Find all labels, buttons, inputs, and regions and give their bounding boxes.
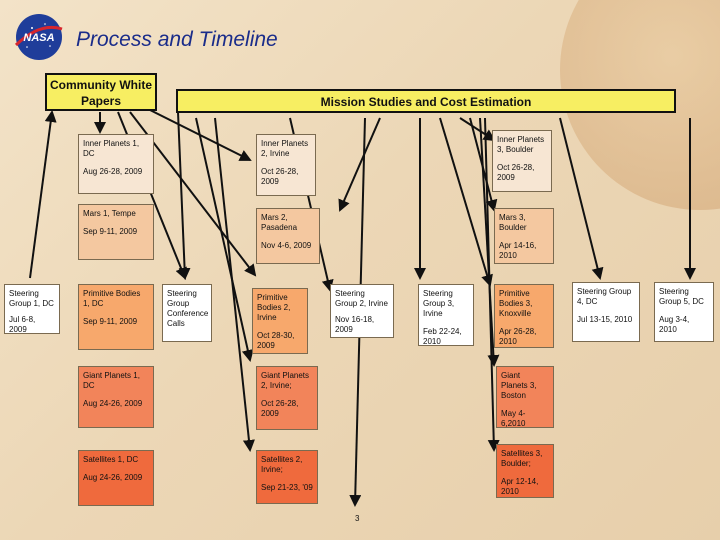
inner-planets-3-title: Inner Planets 3, Boulder: [497, 135, 545, 154]
primitive-bodies-3-date: Apr 26-28, 2010: [499, 327, 537, 346]
steering-group-3-title: Steering Group 3, Irvine: [423, 289, 455, 318]
mars-3-date: Apr 14-16, 2010: [499, 241, 537, 260]
arrow: [479, 117, 500, 367]
arrow: [214, 117, 255, 452]
giant-planets-2-title: Giant Planets 2, Irvine;: [261, 371, 310, 390]
page-number: 3: [355, 514, 360, 523]
primitive-bodies-2-date: Oct 28-30, 2009: [257, 331, 295, 350]
nasa-logo-text: NASA: [23, 32, 54, 44]
inner-planets-3-box: Inner Planets 3, Boulder Oct 26-28, 2009: [492, 130, 552, 192]
giant-planets-2-box: Giant Planets 2, Irvine; Oct 26-28, 2009: [256, 366, 318, 430]
steering-group-4-box: Steering Group 4, DC Jul 13-15, 2010: [572, 282, 640, 342]
inner-planets-2-date: Oct 26-28, 2009: [261, 167, 299, 186]
steering-group-5-date: Aug 3-4, 2010: [659, 315, 690, 334]
satellites-1-title: Satellites 1, DC: [83, 455, 139, 464]
satellites-3-box: Satellites 3, Boulder; Apr 12-14, 2010: [496, 444, 554, 498]
inner-planets-1-date: Aug 26-28, 2009: [83, 167, 143, 176]
satellites-3-title: Satellites 3, Boulder;: [501, 449, 543, 468]
steering-group-5-box: Steering Group 5, DC Aug 3-4, 2010: [654, 282, 714, 342]
nasa-logo-icon: NASA: [14, 14, 63, 60]
primitive-bodies-2-box: Primitive Bodies 2, Irvine Oct 28-30, 20…: [252, 288, 308, 354]
arrow: [29, 110, 57, 279]
primitive-bodies-3-box: Primitive Bodies 3, Knoxville Apr 26-28,…: [494, 284, 554, 348]
satellites-2-date: Sep 21-23, '09: [261, 483, 313, 492]
satellites-3-date: Apr 12-14, 2010: [501, 477, 539, 496]
mars-1-box: Mars 1, Tempe Sep 9-11, 2009: [78, 204, 154, 260]
mars-2-date: Nov 4-6, 2009: [261, 241, 312, 250]
arrow: [195, 117, 254, 362]
primitive-bodies-1-date: Sep 9-11, 2009: [83, 317, 138, 326]
giant-planets-3-title: Giant Planets 3, Boston: [501, 371, 537, 400]
inner-planets-2-box: Inner Planets 2, Irvine Oct 26-28, 2009: [256, 134, 316, 196]
steering-group-2-title: Steering Group 2, Irvine: [335, 289, 388, 308]
primitive-bodies-1-box: Primitive Bodies 1, DC Sep 9-11, 2009: [78, 284, 154, 350]
primitive-bodies-2-title: Primitive Bodies 2, Irvine: [257, 293, 291, 322]
mars-1-title: Mars 1, Tempe: [83, 209, 136, 218]
arrow: [484, 117, 500, 452]
steering-group-2-date: Nov 16-18, 2009: [335, 315, 375, 334]
steering-group-4-title: Steering Group 4, DC: [577, 287, 632, 306]
arrow: [459, 117, 496, 142]
satellites-2-box: Satellites 2, Irvine; Sep 21-23, '09: [256, 450, 318, 504]
mars-3-box: Mars 3, Boulder Apr 14-16, 2010: [494, 208, 554, 264]
mars-2-box: Mars 2, Pasadena Nov 4-6, 2009: [256, 208, 320, 264]
giant-planets-1-date: Aug 24-26, 2009: [83, 399, 143, 408]
primitive-bodies-3-title: Primitive Bodies 3, Knoxville: [499, 289, 533, 318]
mars-3-title: Mars 3, Boulder: [499, 213, 527, 232]
inner-planets-3-date: Oct 26-28, 2009: [497, 163, 535, 182]
steering-group-1-title: Steering Group 1, DC: [9, 289, 54, 308]
mars-2-title: Mars 2, Pasadena: [261, 213, 298, 232]
steering-group-2-box: Steering Group 2, Irvine Nov 16-18, 2009: [330, 284, 394, 338]
community-white-papers-header: Community White Papers: [45, 73, 157, 111]
arrow: [559, 117, 604, 280]
giant-planets-2-date: Oct 26-28, 2009: [261, 399, 299, 418]
giant-planets-3-date: May 4-6,2010: [501, 409, 526, 428]
inner-planets-1-title: Inner Planets 1, DC: [83, 139, 140, 158]
steering-group-5-title: Steering Group 5, DC: [659, 287, 704, 306]
primitive-bodies-1-title: Primitive Bodies 1, DC: [83, 289, 141, 308]
steering-conference-calls-title: Steering Group Conference Calls: [167, 289, 209, 328]
arrow: [439, 117, 493, 287]
mission-studies-header: Mission Studies and Cost Estimation: [176, 89, 676, 113]
steering-group-1-date: Jul 6-8, 2009: [9, 315, 36, 334]
inner-planets-2-title: Inner Planets 2, Irvine: [261, 139, 309, 158]
satellites-2-title: Satellites 2, Irvine;: [261, 455, 303, 474]
giant-planets-3-box: Giant Planets 3, Boston May 4-6,2010: [496, 366, 554, 428]
satellites-1-date: Aug 24-26, 2009: [83, 473, 143, 482]
steering-group-3-date: Feb 22-24, 2010: [423, 327, 462, 346]
arrow: [338, 117, 381, 212]
steering-group-3-box: Steering Group 3, Irvine Feb 22-24, 2010: [418, 284, 474, 346]
giant-planets-1-title: Giant Planets 1, DC: [83, 371, 140, 390]
page-title: Process and Timeline: [76, 28, 278, 51]
inner-planets-1-box: Inner Planets 1, DC Aug 26-28, 2009: [78, 134, 154, 194]
satellites-1-box: Satellites 1, DC Aug 24-26, 2009: [78, 450, 154, 506]
mars-1-date: Sep 9-11, 2009: [83, 227, 138, 236]
arrow: [177, 111, 191, 280]
giant-planets-1-box: Giant Planets 1, DC Aug 24-26, 2009: [78, 366, 154, 428]
steering-group-1-box: Steering Group 1, DC Jul 6-8, 2009: [4, 284, 60, 334]
steering-conference-calls-box: Steering Group Conference Calls: [162, 284, 212, 342]
steering-group-4-date: Jul 13-15, 2010: [577, 315, 633, 324]
